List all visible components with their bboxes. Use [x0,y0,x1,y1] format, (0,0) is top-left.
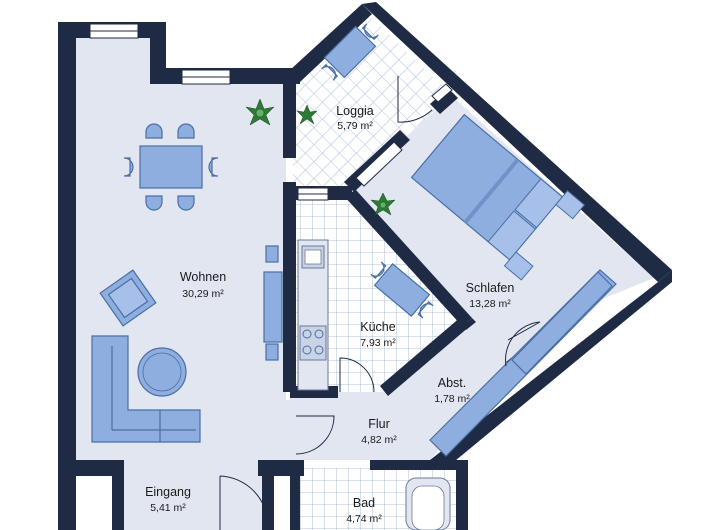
kitchen-table [370,261,434,319]
tv-unit [263,245,283,361]
room-name-abst: Abst. [438,376,467,390]
room-name-schlafen: Schlafen [466,281,515,295]
room-area-eingang: 5,41 m² [150,502,186,514]
plants [245,98,396,216]
loggia-table [321,23,379,81]
windows [89,23,453,201]
storage-floor [382,322,510,460]
hallway-floor [290,392,430,460]
wall-loggia-bedroom-upper [430,88,458,114]
stove [299,325,327,361]
room-name-bad: Bad [353,496,375,510]
door-hall-living [295,415,335,455]
door-storage [505,321,541,367]
wardrobes [429,269,617,457]
room-area-loggia: 5,79 m² [337,120,373,132]
room-name-kueche: Küche [360,320,395,334]
plant-bedroom [370,192,396,216]
armchair [99,269,157,327]
room-labels: Wohnen 30,29 m² Loggia 5,79 m² Schlafen … [145,104,514,525]
wall-living-right [283,68,296,158]
window-bedroom-top [431,83,453,103]
wall-bath-top [370,460,466,470]
bathtub [405,477,451,530]
room-name-loggia: Loggia [336,104,374,118]
coffee-table [137,347,187,397]
wall-loggia-top-diagonal [362,2,672,282]
living-room-floor [76,38,290,468]
wardrobe-small [511,271,613,375]
room-area-wohnen: 30,29 m² [182,288,224,300]
door-entrance [219,475,269,530]
doors [219,76,541,530]
window-bedroom-diagonal [355,141,403,187]
wall-left [58,22,76,530]
wall-entrance-right [262,460,274,530]
door-kitchen [339,357,375,393]
wall-bath-right [456,460,468,530]
room-area-kueche: 7,93 m² [360,337,396,349]
room-name-flur: Flur [368,417,390,431]
wall-bottom-left [58,460,124,476]
room-area-schlafen: 13,28 m² [469,298,511,310]
wall-kitchen-storage [380,316,470,396]
wall-kitchen-bedroom [344,190,472,326]
room-area-flur: 4,82 m² [361,434,397,446]
door-loggia [397,76,433,123]
corner-sofa [91,335,201,443]
room-name-eingang: Eingang [145,485,191,499]
dining-set [123,123,219,211]
entrance-floor [120,468,270,530]
plant-loggia [296,104,318,125]
wall-entrance-left [112,460,124,530]
wall-living-right-lower [283,182,296,392]
kitchen-counter [297,239,329,391]
wall-bath-left [290,460,300,530]
dining-table [139,145,203,189]
floor-areas [76,12,654,530]
plant-living [245,98,275,126]
room-name-wohnen: Wohnen [180,270,226,284]
room-area-abst: 1,78 m² [434,393,470,405]
room-area-bad: 4,74 m² [346,513,382,525]
wall-right-diagonal [430,270,672,470]
wall-loggia-left-diagonal [290,4,372,82]
double-bed [410,113,586,281]
kitchen-floor [296,200,464,392]
